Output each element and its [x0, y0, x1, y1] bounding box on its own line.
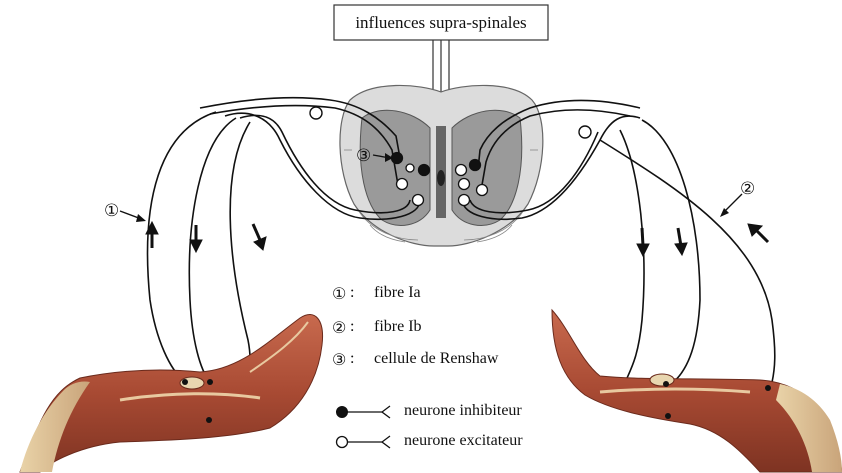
legend-marker: ①	[332, 284, 346, 304]
spinal-cord	[340, 85, 543, 246]
ganglion-left	[310, 107, 322, 119]
excitatory-neuron-symbol	[332, 432, 400, 452]
marker-1: ①	[104, 201, 146, 222]
legend-label: cellule de Renshaw	[374, 350, 498, 368]
supraspinal-label: influences supra-spinales	[355, 13, 526, 32]
arrow-down-right-2	[675, 228, 687, 255]
legend-marker: ②	[332, 318, 346, 338]
right-leg-illustration	[552, 310, 842, 472]
legend-label: fibre Ia	[374, 284, 421, 302]
arrow-down-left-2	[253, 224, 266, 250]
arrow-up-right-ib	[748, 224, 768, 242]
left-leg-illustration	[20, 314, 323, 472]
inhibitory-neuron-symbol	[332, 402, 400, 422]
legend-marker: ③	[332, 350, 346, 370]
svg-text:①: ①	[104, 201, 119, 220]
svg-text:②: ②	[740, 179, 755, 198]
legend-label: fibre Ib	[374, 318, 422, 336]
legend-label: neurone excitateur	[404, 432, 523, 450]
svg-text:③: ③	[356, 146, 371, 165]
arrow-down-right-1	[637, 228, 649, 256]
supraspinal-box: influences supra-spinales	[334, 5, 548, 40]
renshaw-cell	[392, 153, 403, 164]
ganglion-right	[579, 126, 591, 138]
marker-2: ②	[720, 179, 755, 217]
legend-label: neurone inhibiteur	[404, 402, 522, 420]
